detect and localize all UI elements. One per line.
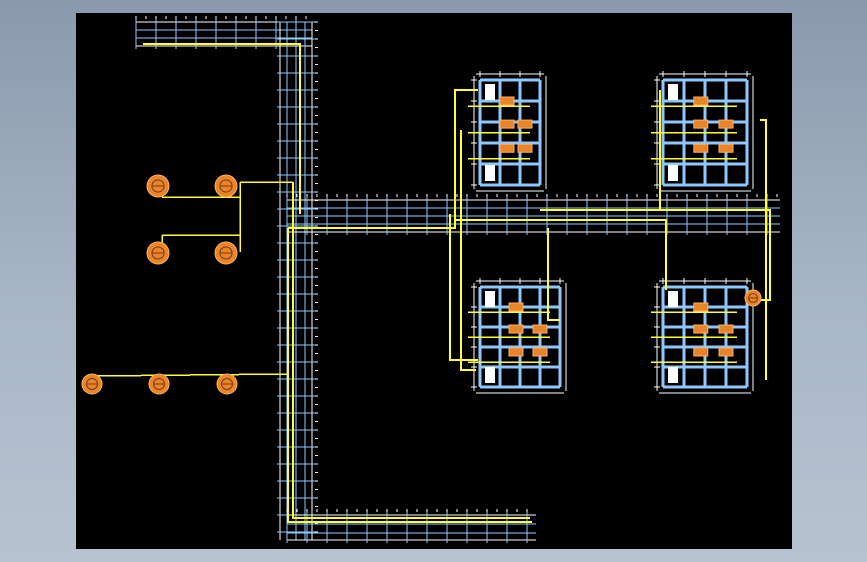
room-c-equipment bbox=[532, 347, 548, 357]
pump-branch bbox=[91, 373, 289, 377]
pump-ring bbox=[151, 179, 165, 193]
pipe-east bbox=[540, 209, 771, 301]
pipe-to-room-a bbox=[288, 89, 478, 229]
room-c-equipment bbox=[508, 302, 524, 312]
pipe-main-outer bbox=[292, 182, 530, 519]
room-d-opening bbox=[668, 367, 678, 383]
pump-unit bbox=[148, 373, 170, 395]
cad-drawing bbox=[81, 16, 780, 543]
room-d-equipment bbox=[718, 324, 734, 334]
pump-unit bbox=[214, 241, 238, 265]
pump-unit bbox=[214, 174, 238, 198]
room-b-equipment bbox=[693, 96, 709, 106]
room-a-equipment bbox=[499, 119, 515, 129]
room-c-equipment bbox=[508, 324, 524, 334]
room-b-equipment bbox=[693, 119, 709, 129]
pump-ring bbox=[219, 246, 233, 260]
room-a-opening bbox=[485, 84, 495, 100]
pump-ring bbox=[151, 246, 165, 260]
pump-ring bbox=[748, 293, 758, 303]
pump-unit bbox=[146, 241, 170, 265]
room-a-equipment bbox=[517, 143, 533, 153]
pipe-routes bbox=[91, 43, 771, 523]
pipe-top bbox=[143, 43, 301, 214]
pipe-c-branch bbox=[547, 228, 560, 321]
pump-ring bbox=[153, 378, 165, 390]
pipe-main-inner bbox=[287, 228, 532, 523]
room-b-equipment bbox=[718, 119, 734, 129]
room-c-equipment bbox=[532, 324, 548, 334]
room-c-opening bbox=[485, 291, 495, 307]
cad-viewport[interactable] bbox=[76, 13, 792, 549]
pipe-b-return bbox=[760, 119, 767, 380]
pump-unit bbox=[216, 373, 238, 395]
pump-units bbox=[81, 174, 762, 395]
room-b-opening bbox=[668, 165, 678, 181]
room-c-equipment bbox=[508, 347, 524, 357]
pump-unit bbox=[744, 289, 762, 307]
pump-unit bbox=[146, 174, 170, 198]
pipe-room-link bbox=[460, 130, 476, 371]
room-d-equipment bbox=[693, 302, 709, 312]
pump-ring bbox=[221, 378, 233, 390]
room-d-equipment bbox=[693, 324, 709, 334]
room-d-equipment bbox=[718, 347, 734, 357]
room-b-equipment bbox=[693, 143, 709, 153]
room-d-opening bbox=[668, 291, 678, 307]
pipe-to-room-d bbox=[455, 219, 667, 290]
room-a-equipment bbox=[499, 96, 515, 106]
room-a-equipment bbox=[499, 143, 515, 153]
room-a-equipment bbox=[517, 119, 533, 129]
pump-ring bbox=[86, 378, 98, 390]
room-b-opening bbox=[668, 84, 678, 100]
room-d-equipment bbox=[693, 347, 709, 357]
pump-unit bbox=[81, 373, 103, 395]
room-b-equipment bbox=[718, 143, 734, 153]
pipe-to-room-c bbox=[449, 214, 478, 361]
pump-ring bbox=[219, 179, 233, 193]
room-c-opening bbox=[485, 367, 495, 383]
room-a-opening bbox=[485, 165, 495, 181]
